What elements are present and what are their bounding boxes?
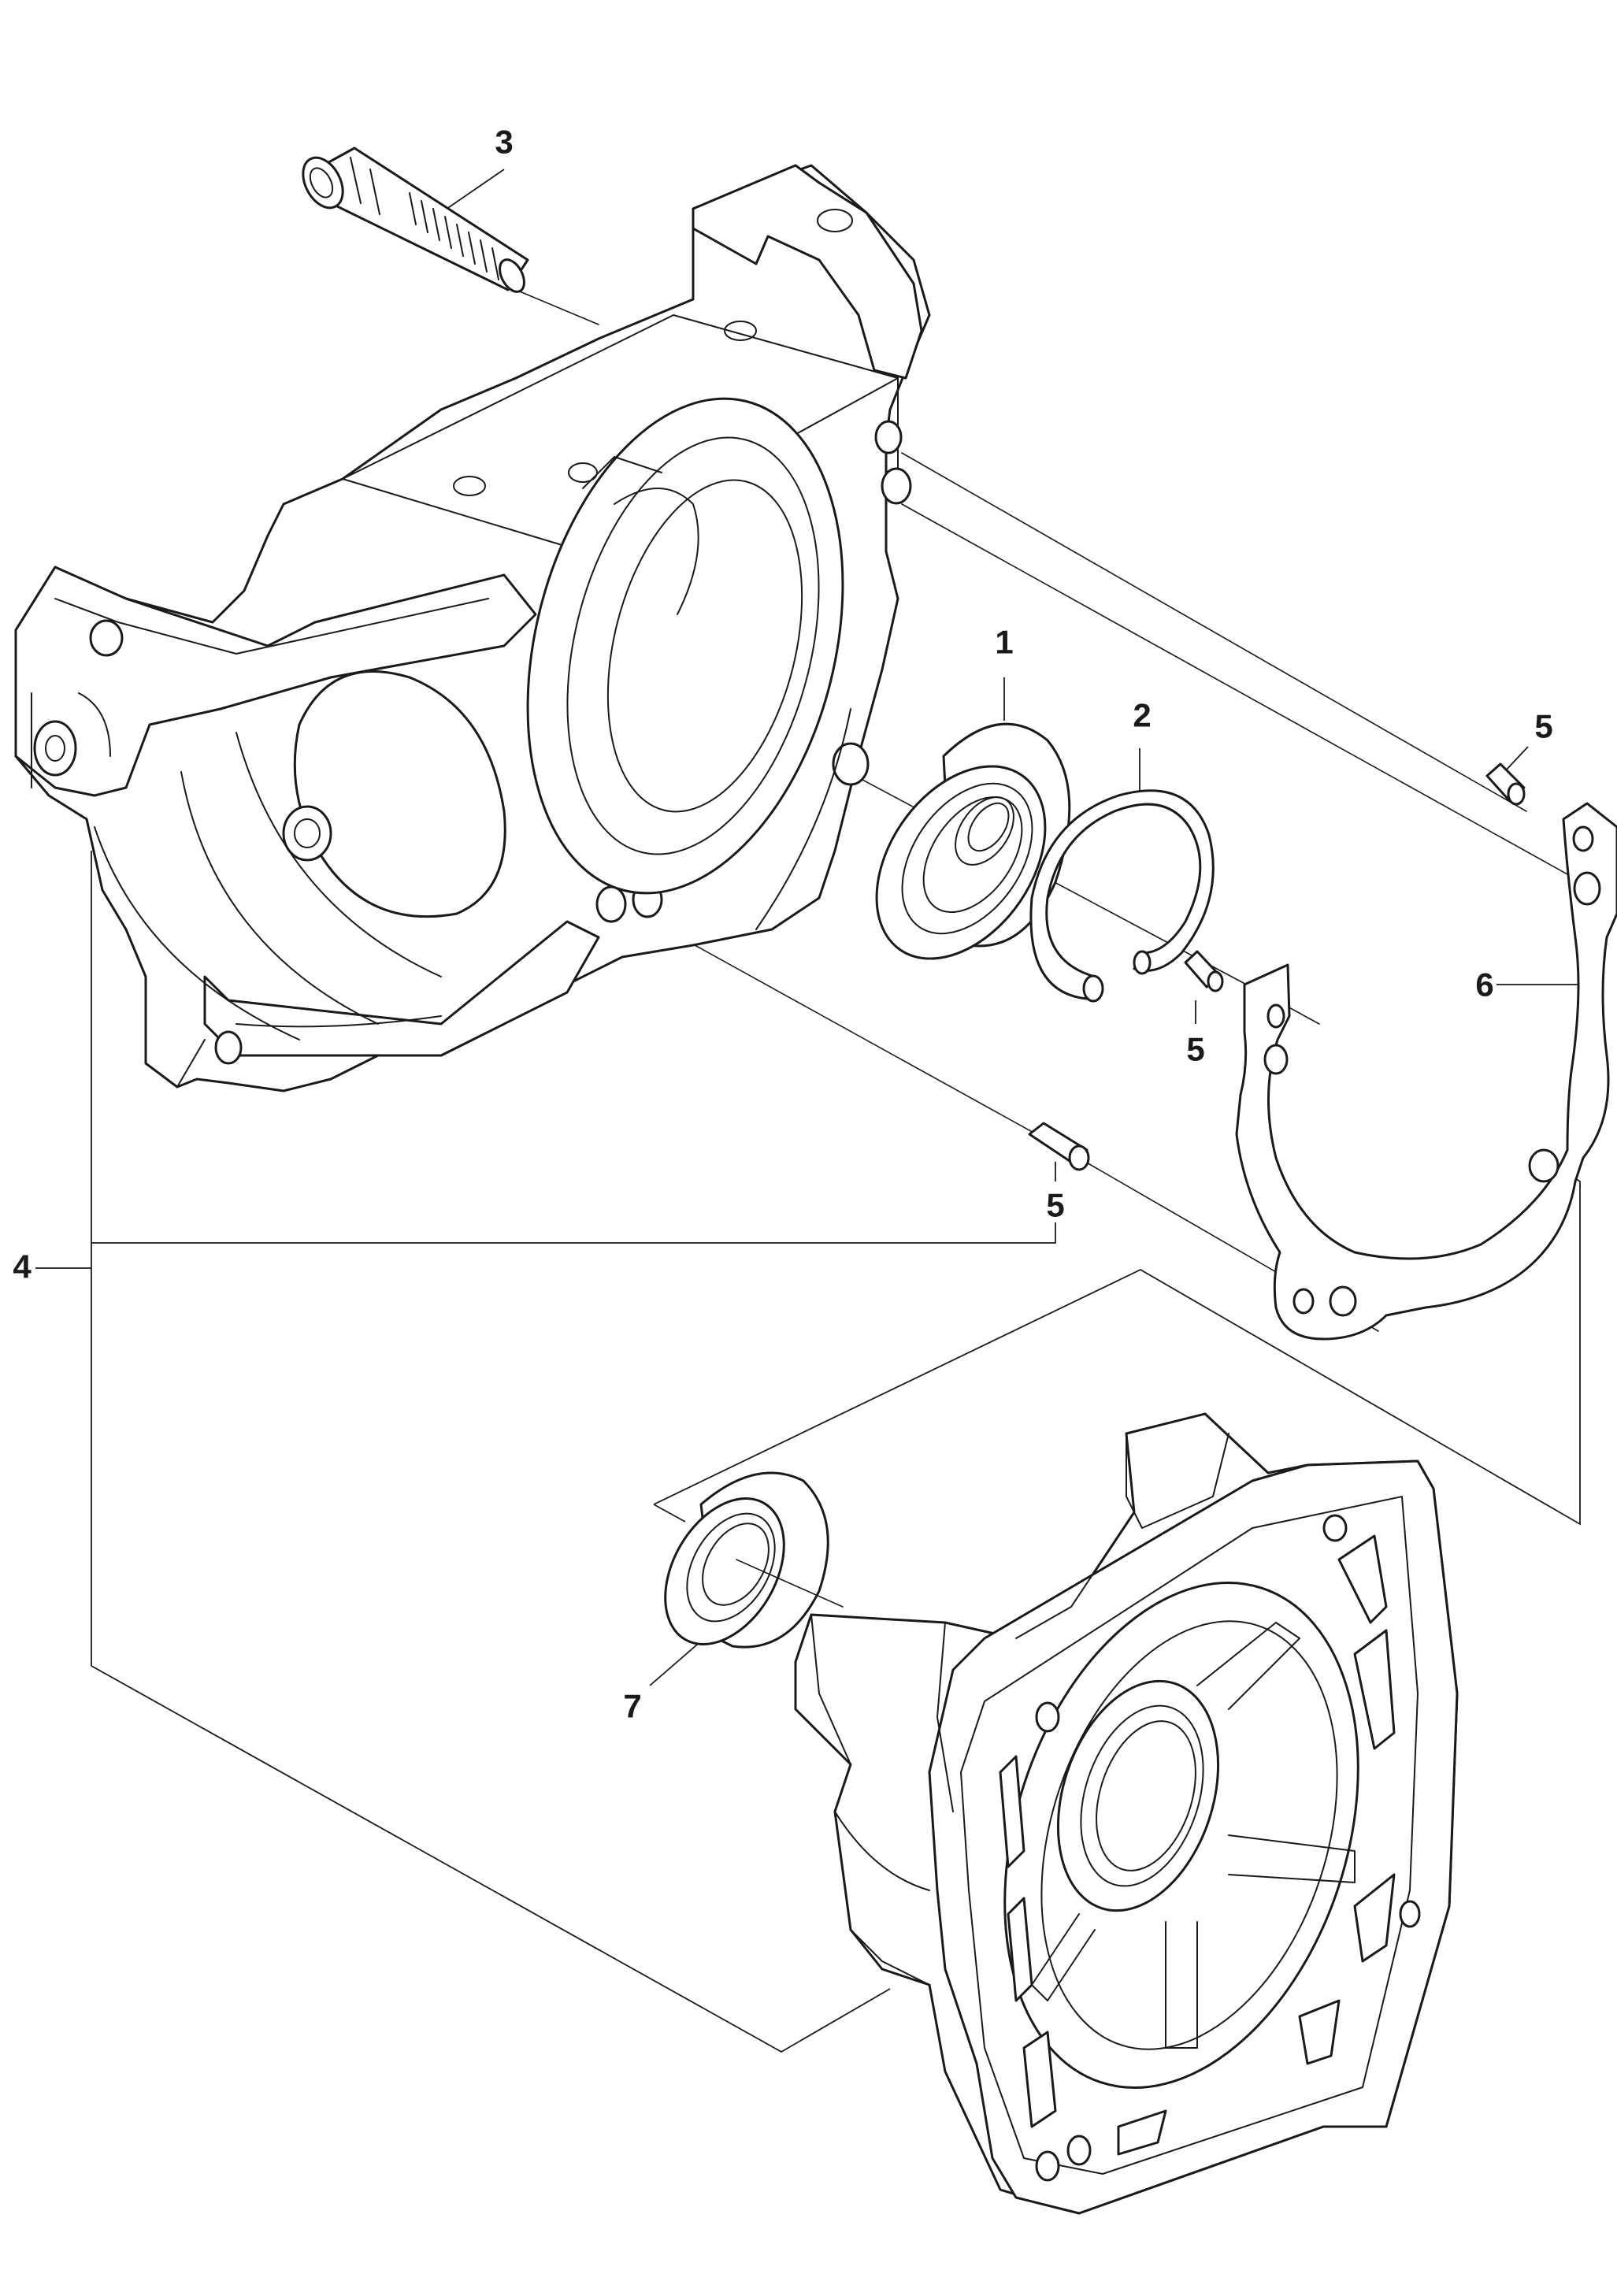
ball-bearing [875, 722, 1071, 960]
label-part-7: 7 [623, 1688, 641, 1725]
guide-pin-bottom [1028, 1122, 1090, 1171]
label-part-2: 2 [1133, 697, 1151, 734]
label-part-5-middle: 5 [1186, 1031, 1204, 1068]
crankcase-half-lower [794, 1412, 1459, 2215]
label-part-5-top: 5 [1534, 708, 1552, 745]
label-part-1: 1 [995, 624, 1013, 661]
label-part-3: 3 [495, 124, 513, 161]
part-labels: 1 2 3 4 5 5 5 6 7 [13, 124, 1552, 1725]
guide-pin-middle [1184, 950, 1224, 992]
crankcase-half-upper [14, 164, 931, 1092]
gasket [1235, 802, 1617, 1341]
socket-head-screw [302, 147, 529, 293]
label-part-5-bottom: 5 [1046, 1187, 1064, 1224]
label-part-6: 6 [1475, 966, 1493, 1003]
guide-pin-top [1485, 762, 1526, 806]
oil-seal [664, 1471, 844, 1649]
circlip [1029, 789, 1215, 1003]
label-part-4: 4 [13, 1248, 32, 1285]
